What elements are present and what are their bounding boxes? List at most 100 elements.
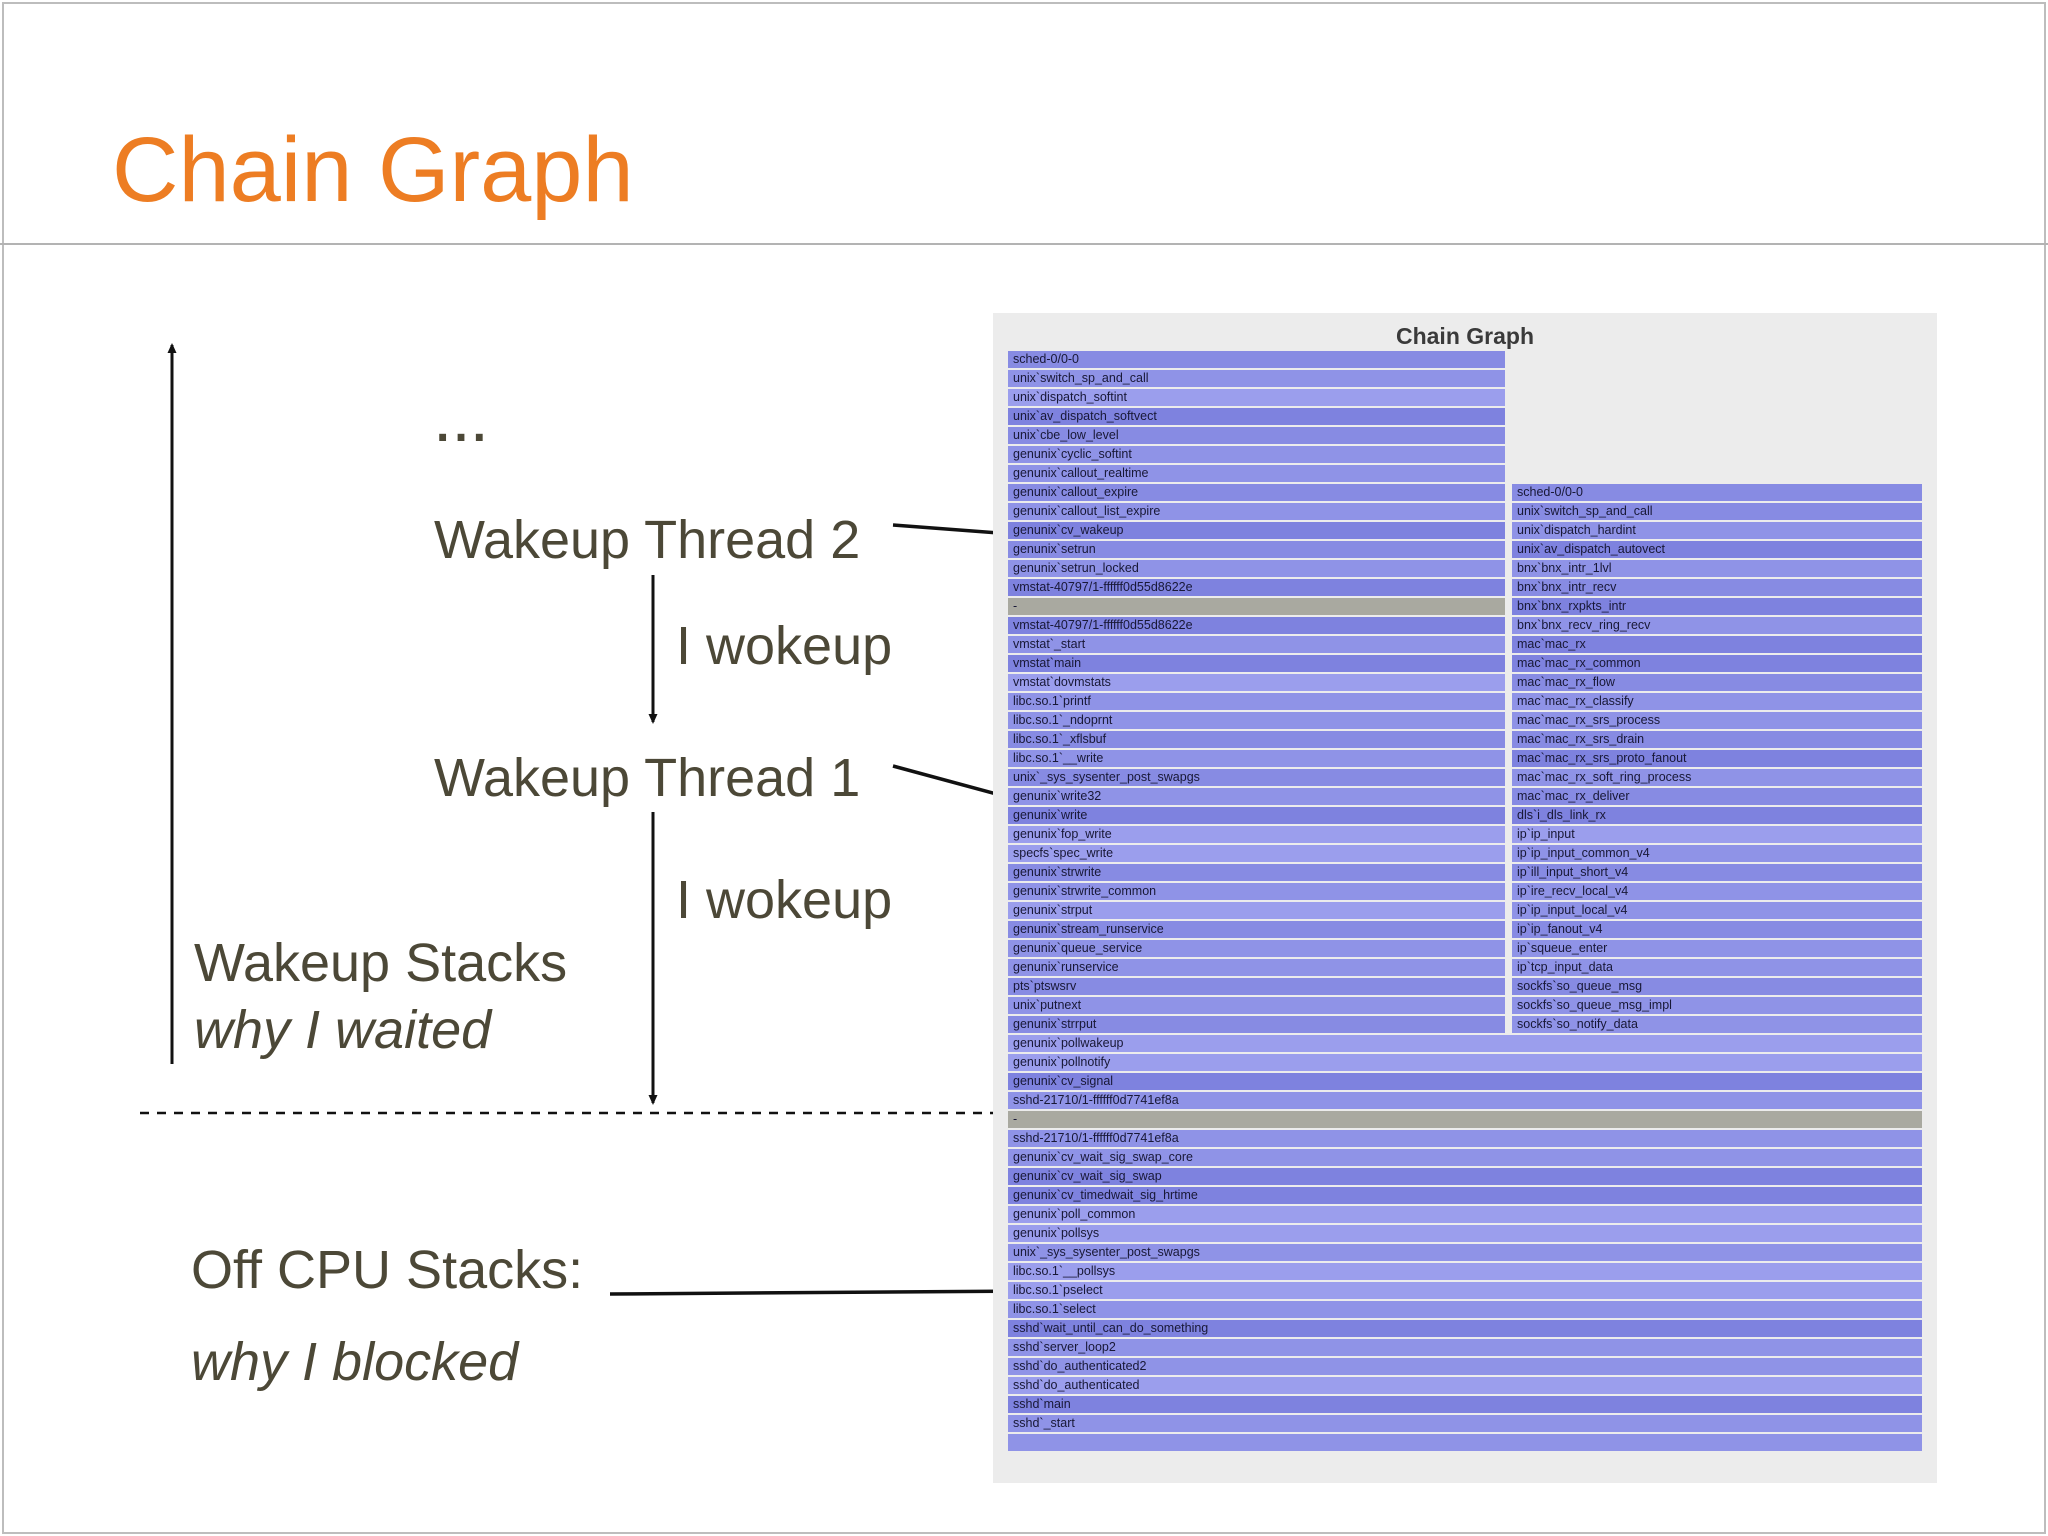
chain-graph-panel: Chain Graph sched-0/0-0 unix`switch_sp_an… <box>993 313 1937 1483</box>
stack-frame: genunix`strput <box>1008 902 1505 919</box>
stack-frame: ip`ip_input_local_v4 <box>1512 902 1922 919</box>
stack-frame: libc.so.1`__pollsys <box>1008 1263 1922 1280</box>
stack-frame: genunix`strwrite_common <box>1008 883 1505 900</box>
page-title: Chain Graph <box>112 119 634 221</box>
stack-frame: mac`mac_rx_common <box>1512 655 1922 672</box>
stack-frame: genunix`poll_common <box>1008 1206 1922 1223</box>
stack-frame: sshd`server_loop2 <box>1008 1339 1922 1356</box>
stack-frame: unix`switch_sp_and_call <box>1008 370 1505 387</box>
stack-frame: unix`_sys_sysenter_post_swapgs <box>1008 769 1505 786</box>
stack-frame: libc.so.1`__write <box>1008 750 1505 767</box>
stack-frame: sshd-21710/1-ffffff0d7741ef8a <box>1008 1130 1922 1147</box>
stack-frame: genunix`callout_list_expire <box>1008 503 1505 520</box>
stack-frame: sshd-21710/1-ffffff0d7741ef8a <box>1008 1092 1922 1109</box>
ellipsis-label: ... <box>436 399 492 452</box>
stack-frame: unix`switch_sp_and_call <box>1512 503 1922 520</box>
stack-frame: genunix`pollsys <box>1008 1225 1922 1242</box>
stack-frame: libc.so.1`printf <box>1008 693 1505 710</box>
stack-frame: genunix`pollwakeup <box>1008 1035 1922 1052</box>
stack-frame: genunix`callout_realtime <box>1008 465 1505 482</box>
stack-frame: genunix`cv_wakeup <box>1008 522 1505 539</box>
stack-frame: genunix`cv_wait_sig_swap <box>1008 1168 1922 1185</box>
stack-frame: unix`dispatch_softint <box>1008 389 1505 406</box>
stack-frame: vmstat`main <box>1008 655 1505 672</box>
stack-frame: bnx`bnx_intr_recv <box>1512 579 1922 596</box>
stack-frame: genunix`fop_write <box>1008 826 1505 843</box>
stack-frame: sshd`_start <box>1008 1415 1922 1432</box>
stack-frame: unix`av_dispatch_softvect <box>1008 408 1505 425</box>
stack-frame: ip`ill_input_short_v4 <box>1512 864 1922 881</box>
stack-frame: ip`squeue_enter <box>1512 940 1922 957</box>
stack-frame: genunix`stream_runservice <box>1008 921 1505 938</box>
stack-frame: pts`ptswsrv <box>1008 978 1505 995</box>
stack-frame: unix`_sys_sysenter_post_swapgs <box>1008 1244 1922 1261</box>
i-wokeup-2-label: I wokeup <box>676 870 893 930</box>
stack-frame: genunix`cv_signal <box>1008 1073 1922 1090</box>
wakeup-thread-1-label: Wakeup Thread 1 <box>434 748 861 808</box>
stack-frame: genunix`cv_wait_sig_swap_core <box>1008 1149 1922 1166</box>
stack-frame: genunix`write <box>1008 807 1505 824</box>
stack-frame: mac`mac_rx_flow <box>1512 674 1922 691</box>
stack-frame: ip`ire_recv_local_v4 <box>1512 883 1922 900</box>
stack-frame: libc.so.1`pselect <box>1008 1282 1922 1299</box>
stack-frame: genunix`strwrite <box>1008 864 1505 881</box>
stack-frame: mac`mac_rx_srs_proto_fanout <box>1512 750 1922 767</box>
title-divider <box>0 243 2048 245</box>
stack-frame: genunix`cv_timedwait_sig_hrtime <box>1008 1187 1922 1204</box>
stack-frame: specfs`spec_write <box>1008 845 1505 862</box>
stack-frame: genunix`setrun_locked <box>1008 560 1505 577</box>
stack-frame: unix`dispatch_hardint <box>1512 522 1922 539</box>
stack-frame: sshd`main <box>1008 1396 1922 1413</box>
stack-frame: sockfs`so_queue_msg <box>1512 978 1922 995</box>
stack-frame: ip`ip_input <box>1512 826 1922 843</box>
stack-frame: genunix`pollnotify <box>1008 1054 1922 1071</box>
stack-frame: genunix`write32 <box>1008 788 1505 805</box>
stack-frame: sockfs`so_queue_msg_impl <box>1512 997 1922 1014</box>
stack-frame: sched-0/0-0 <box>1512 484 1922 501</box>
why-i-blocked-label: why I blocked <box>191 1332 519 1392</box>
off-cpu-stacks-label: Off CPU Stacks: <box>191 1240 584 1300</box>
stack-frame: libc.so.1`select <box>1008 1301 1922 1318</box>
stack-frame: mac`mac_rx_soft_ring_process <box>1512 769 1922 786</box>
stack-frame: mac`mac_rx <box>1512 636 1922 653</box>
stack-frame: vmstat-40797/1-ffffff0d55d8622e <box>1008 617 1505 634</box>
stack-frame: unix`av_dispatch_autovect <box>1512 541 1922 558</box>
why-i-waited-label: why I waited <box>194 1000 492 1060</box>
separator-row: - <box>1008 1111 1922 1128</box>
stack-frame: unix`putnext <box>1008 997 1505 1014</box>
stack-frame: mac`mac_rx_classify <box>1512 693 1922 710</box>
stack-frame: mac`mac_rx_srs_drain <box>1512 731 1922 748</box>
stack-frame: sched-0/0-0 <box>1008 351 1505 368</box>
wakeup-stacks-label: Wakeup Stacks <box>194 933 568 993</box>
stack-frame: genunix`strrput <box>1008 1016 1505 1033</box>
stack-frame: ip`ip_fanout_v4 <box>1512 921 1922 938</box>
stack-frame: genunix`runservice <box>1008 959 1505 976</box>
stack-frame: bnx`bnx_rxpkts_intr <box>1512 598 1922 615</box>
stack-frame: dls`i_dls_link_rx <box>1512 807 1922 824</box>
stack-frame: ip`tcp_input_data <box>1512 959 1922 976</box>
stack-frame: ip`ip_input_common_v4 <box>1512 845 1922 862</box>
stack-frame: genunix`cyclic_softint <box>1008 446 1505 463</box>
stack-frame: sockfs`so_notify_data <box>1512 1016 1922 1033</box>
stack-frame: genunix`queue_service <box>1008 940 1505 957</box>
stack-frame: mac`mac_rx_deliver <box>1512 788 1922 805</box>
stack-frame: libc.so.1`_ndoprnt <box>1008 712 1505 729</box>
stack-frame: mac`mac_rx_srs_process <box>1512 712 1922 729</box>
stack-frame: sshd`do_authenticated2 <box>1008 1358 1922 1375</box>
stack-frame: libc.so.1`_xflsbuf <box>1008 731 1505 748</box>
stack-frame: unix`cbe_low_level <box>1008 427 1505 444</box>
separator-row: - <box>1008 598 1505 615</box>
stack-frame: bnx`bnx_recv_ring_recv <box>1512 617 1922 634</box>
stack-frame: sshd`wait_until_can_do_something <box>1008 1320 1922 1337</box>
stack-frame <box>1008 1434 1922 1451</box>
i-wokeup-1-label: I wokeup <box>676 616 893 676</box>
chain-graph-title: Chain Graph <box>1395 323 1534 349</box>
stack-frame: bnx`bnx_intr_1lvl <box>1512 560 1922 577</box>
stack-frame: genunix`setrun <box>1008 541 1505 558</box>
stack-frame: genunix`callout_expire <box>1008 484 1505 501</box>
stack-frame: vmstat-40797/1-ffffff0d55d8622e <box>1008 579 1505 596</box>
stack-frame: vmstat`dovmstats <box>1008 674 1505 691</box>
stack-frame: sshd`do_authenticated <box>1008 1377 1922 1394</box>
wakeup-thread-2-label: Wakeup Thread 2 <box>434 510 861 570</box>
